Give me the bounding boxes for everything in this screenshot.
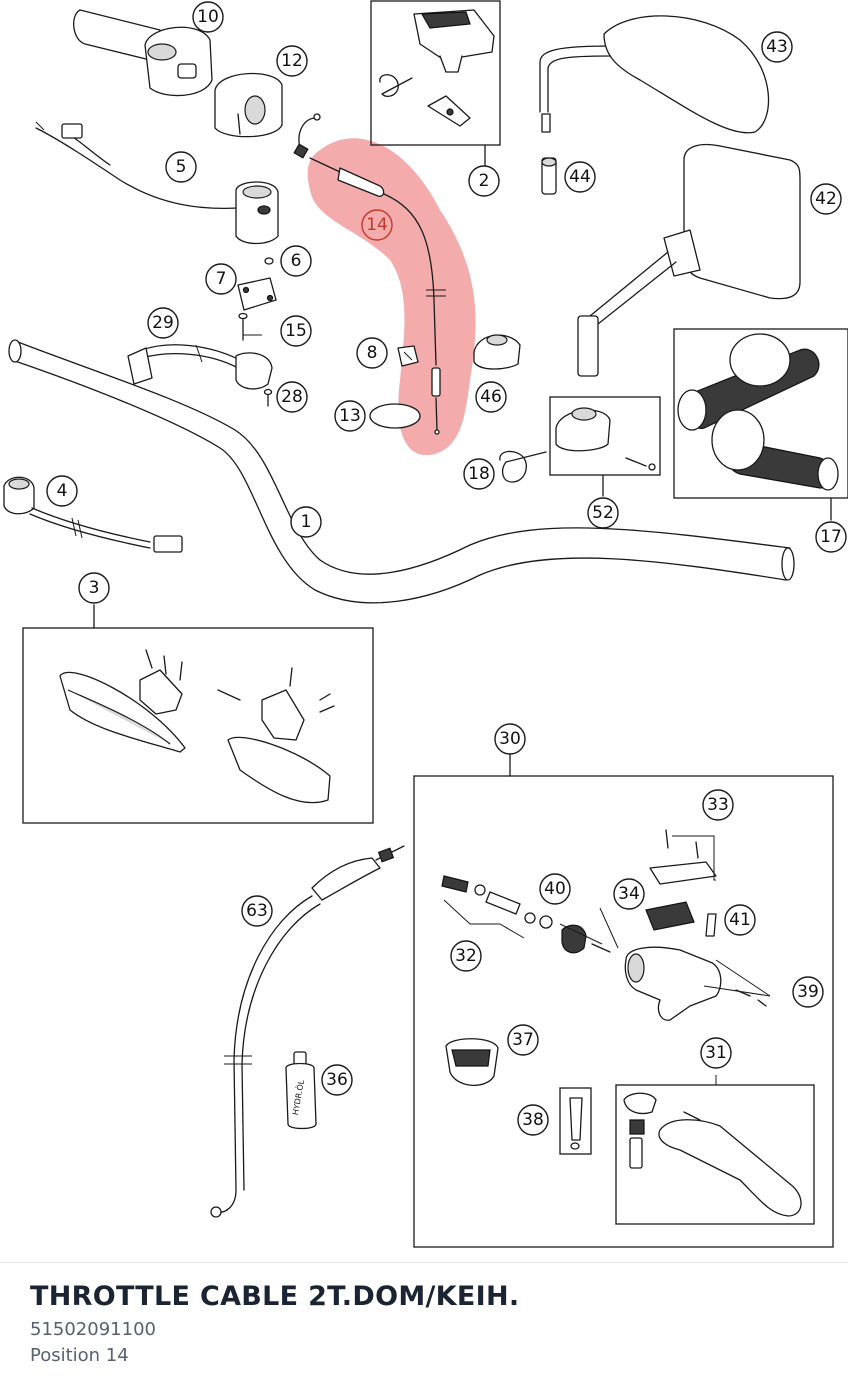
svg-text:32: 32 (455, 946, 477, 966)
screw-15[interactable] (238, 312, 248, 341)
screw-28[interactable] (263, 388, 273, 407)
part-number: 51502091100 (30, 1319, 156, 1340)
clamp-46[interactable] (473, 334, 521, 370)
callout-1[interactable]: 1 (290, 506, 322, 538)
callout-3[interactable]: 3 (78, 572, 110, 604)
callout-46[interactable]: 46 (475, 381, 507, 413)
callout-38[interactable]: 38 (517, 1104, 549, 1136)
part-info-footer: THROTTLE CABLE 2T.DOM/KEIH. 51502091100 … (0, 1262, 848, 1391)
svg-text:10: 10 (197, 7, 219, 27)
leader-lines (243, 334, 771, 1085)
callout-4[interactable]: 4 (46, 475, 78, 507)
part-title: THROTTLE CABLE 2T.DOM/KEIH. (30, 1281, 520, 1312)
grips[interactable] (673, 328, 848, 499)
svg-text:33: 33 (707, 795, 729, 815)
svg-text:63: 63 (246, 901, 268, 921)
nut[interactable] (264, 257, 274, 265)
callout-44[interactable]: 44 (564, 161, 596, 193)
callout-33[interactable]: 33 (702, 789, 734, 821)
svg-text:52: 52 (592, 503, 614, 523)
svg-text:4: 4 (57, 481, 68, 501)
svg-text:29: 29 (152, 313, 174, 333)
callout-30[interactable]: 30 (494, 723, 526, 755)
clutch-switch[interactable] (3, 476, 183, 553)
callout-10[interactable]: 10 (192, 1, 224, 33)
cable-tie[interactable] (499, 450, 547, 483)
svg-text:34: 34 (618, 884, 640, 904)
switch-with-cable[interactable] (35, 121, 279, 245)
callout-39[interactable]: 39 (792, 976, 824, 1008)
callout-12[interactable]: 12 (276, 45, 308, 77)
hydraulic-oil-bottle[interactable]: HYDR.ÖL (285, 1051, 317, 1130)
svg-text:7: 7 (216, 269, 227, 289)
svg-text:37: 37 (512, 1030, 534, 1050)
handlebar[interactable] (8, 339, 795, 604)
callout-41[interactable]: 41 (724, 904, 756, 936)
callout-40[interactable]: 40 (539, 873, 571, 905)
clutch-hose[interactable] (210, 845, 405, 1218)
svg-text:46: 46 (480, 387, 502, 407)
svg-text:8: 8 (367, 343, 378, 363)
callout-52[interactable]: 52 (587, 497, 619, 529)
svg-text:43: 43 (766, 37, 788, 57)
brake-master-cylinder-kit[interactable] (413, 775, 834, 1248)
cable-clip[interactable] (397, 345, 419, 367)
callout-42[interactable]: 42 (810, 183, 842, 215)
svg-text:30: 30 (499, 729, 521, 749)
svg-text:18: 18 (468, 464, 490, 484)
svg-text:38: 38 (522, 1110, 544, 1130)
svg-text:2: 2 (479, 171, 490, 191)
kill-switch[interactable] (127, 344, 273, 390)
hand-guards[interactable] (22, 627, 374, 824)
callout-7[interactable]: 7 (205, 263, 237, 295)
callout-13[interactable]: 13 (334, 400, 366, 432)
svg-text:13: 13 (339, 406, 361, 426)
svg-text:12: 12 (281, 51, 303, 71)
svg-text:15: 15 (285, 321, 307, 341)
svg-text:44: 44 (569, 167, 591, 187)
svg-text:41: 41 (729, 910, 751, 930)
callout-36[interactable]: 36 (321, 1064, 353, 1096)
callout-6[interactable]: 6 (280, 245, 312, 277)
parts-diagram: HYDR.ÖL 10 12 2 43 44 42 5 14 6 7 15 29 … (3, 0, 848, 1248)
o-ring[interactable] (369, 403, 421, 429)
callout-37[interactable]: 37 (507, 1024, 539, 1056)
callout-14-highlighted[interactable]: 14 (361, 209, 393, 241)
callout-8[interactable]: 8 (356, 337, 388, 369)
callout-34[interactable]: 34 (613, 878, 645, 910)
svg-text:14: 14 (366, 215, 388, 235)
svg-text:39: 39 (797, 982, 819, 1002)
holder-kit[interactable] (549, 396, 661, 476)
callout-18[interactable]: 18 (463, 458, 495, 490)
callout-31[interactable]: 31 (700, 1037, 732, 1069)
mirror-43[interactable] (539, 15, 770, 134)
callout-32[interactable]: 32 (450, 940, 482, 972)
svg-text:36: 36 (326, 1070, 348, 1090)
callout-15[interactable]: 15 (280, 315, 312, 347)
svg-text:6: 6 (291, 251, 302, 271)
svg-text:40: 40 (544, 879, 566, 899)
svg-text:31: 31 (705, 1043, 727, 1063)
mirror-adapter[interactable] (541, 157, 557, 195)
svg-text:17: 17 (820, 527, 842, 547)
svg-text:1: 1 (301, 512, 312, 532)
callout-2[interactable]: 2 (468, 165, 500, 197)
callout-17[interactable]: 17 (815, 521, 847, 553)
callout-29[interactable]: 29 (147, 307, 179, 339)
svg-text:5: 5 (176, 157, 187, 177)
clamp[interactable] (237, 277, 277, 311)
callout-63[interactable]: 63 (241, 895, 273, 927)
svg-text:3: 3 (89, 578, 100, 598)
callout-5[interactable]: 5 (165, 151, 197, 183)
part-position: Position 14 (30, 1345, 129, 1366)
svg-text:42: 42 (815, 189, 837, 209)
mirror-42[interactable] (577, 143, 801, 377)
throttle-grip-housing[interactable] (73, 9, 213, 97)
callout-43[interactable]: 43 (761, 31, 793, 63)
sensor-kit[interactable] (370, 0, 501, 146)
throttle-cable[interactable] (293, 113, 446, 435)
svg-text:28: 28 (281, 387, 303, 407)
grip-cover[interactable] (214, 72, 283, 138)
callout-28[interactable]: 28 (276, 381, 308, 413)
